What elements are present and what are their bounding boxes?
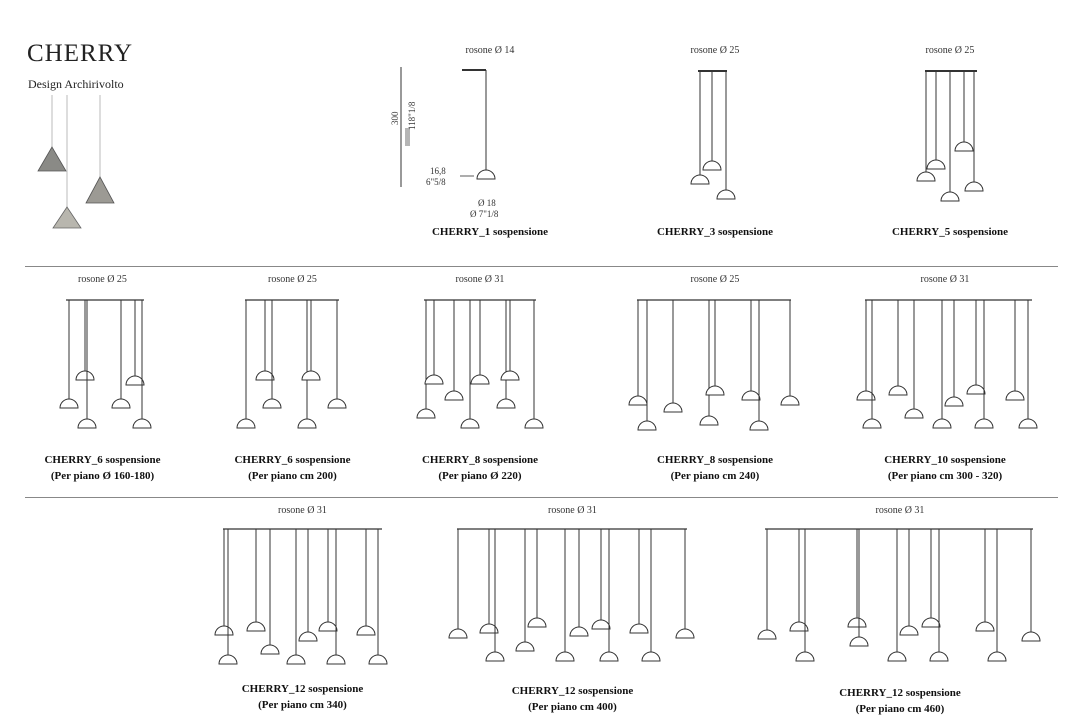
- product-cherry-1: rosone Ø 14 300 118"1/8 16,8 6"5/8 Ø 18 …: [390, 45, 580, 245]
- pendant-diagram: [416, 299, 544, 429]
- pendant-diagram: [400, 67, 496, 187]
- row-divider: [25, 266, 1058, 267]
- product-plane: (Per piano cm 200): [248, 470, 337, 482]
- product-name: CHERRY_10 sospensione: [884, 454, 1006, 466]
- product-cherry-6-rect: rosone Ø 25 CHERRY_6 sospensione (Per pi…: [215, 274, 370, 489]
- product-hero-image: [22, 95, 142, 240]
- brand-title: CHERRY: [27, 40, 134, 67]
- rosone-label: rosone Ø 14: [465, 45, 515, 56]
- product-plane: (Per piano cm 240): [670, 470, 760, 482]
- row-divider: [25, 497, 1058, 498]
- product-plane: (Per piano cm 460): [855, 703, 945, 715]
- product-name: CHERRY_6 sospensione: [234, 454, 351, 466]
- height-cm-label: 300: [390, 111, 400, 126]
- product-name: CHERRY_12 sospensione: [241, 683, 364, 695]
- pendant-diagram: [856, 299, 1038, 429]
- rosone-label: rosone Ø 31: [548, 505, 597, 516]
- rosone-label: rosone Ø 25: [925, 45, 975, 56]
- product-plane: (Per piano Ø 220): [438, 470, 522, 482]
- product-name: CHERRY_12 sospensione: [511, 685, 634, 697]
- product-cherry-12-400: rosone Ø 31 CHERRY_12 sospensione (Per p…: [445, 505, 700, 715]
- rosone-label: rosone Ø 31: [278, 505, 327, 516]
- product-name: CHERRY_5 sospensione: [891, 226, 1009, 238]
- product-name: CHERRY_8 sospensione: [421, 454, 539, 466]
- pendant-diagram: [916, 70, 984, 202]
- shade-height-cm: 16,8: [430, 166, 446, 176]
- rosone-label: rosone Ø 25: [690, 45, 740, 56]
- product-name: CHERRY_1 sospensione: [431, 226, 549, 238]
- product-cherry-3: rosone Ø 25 CHERRY_3 sospensione: [650, 45, 780, 245]
- brand-subtitle: Design Archirivolto: [28, 77, 124, 91]
- product-cherry-12-340: rosone Ø 31 CHERRY_12 sospensione (Per p…: [210, 505, 395, 715]
- pendant-diagram: [757, 528, 1041, 662]
- product-name: CHERRY_6 sospensione: [44, 454, 161, 466]
- product-cherry-8-round: rosone Ø 31 CHERRY_8 sospensione (Per pi…: [400, 274, 560, 489]
- height-in-label: 118"1/8: [407, 101, 417, 130]
- product-plane: (Per piano cm 300 - 320): [887, 470, 1003, 482]
- product-plane: (Per piano cm 400): [528, 701, 617, 713]
- product-name: CHERRY_12 sospensione: [839, 687, 961, 699]
- pendant-diagram: [690, 70, 736, 200]
- product-name: CHERRY_3 sospensione: [656, 226, 774, 238]
- pendant-diagram: [214, 528, 388, 665]
- product-cherry-5: rosone Ø 25 CHERRY_5 sospensione: [880, 45, 1020, 245]
- rosone-label: rosone Ø 25: [78, 274, 127, 285]
- rosone-label: rosone Ø 31: [455, 274, 505, 285]
- shade-diameter-in: Ø 7"1/8: [470, 209, 499, 219]
- product-plane: (Per piano cm 340): [258, 699, 347, 711]
- product-cherry-8-rect: rosone Ø 25 CHERRY_8 sospensione (Per pi…: [625, 274, 805, 489]
- product-cherry-6-round: rosone Ø 25 CHERRY_6 sospensione (Per pi…: [25, 274, 180, 489]
- product-plane: (Per piano Ø 160-180): [50, 470, 155, 482]
- rosone-label: rosone Ø 31: [920, 274, 970, 285]
- shade-diameter-cm: Ø 18: [478, 198, 496, 208]
- pendant-diagram: [59, 299, 152, 429]
- pendant-diagram: [236, 299, 347, 429]
- rosone-label: rosone Ø 31: [875, 505, 925, 516]
- pendant-diagram: [628, 299, 800, 431]
- product-cherry-12-460: rosone Ø 31 CHERRY_12 sospensione (Per p…: [755, 505, 1045, 715]
- product-cherry-10: rosone Ø 31 CHERRY_10 sospensione (Per p…: [850, 274, 1040, 489]
- pendant-diagram: [448, 528, 695, 662]
- shade-height-in: 6"5/8: [426, 177, 446, 187]
- rosone-label: rosone Ø 25: [268, 274, 317, 285]
- rosone-label: rosone Ø 25: [690, 274, 740, 285]
- product-name: CHERRY_8 sospensione: [656, 454, 774, 466]
